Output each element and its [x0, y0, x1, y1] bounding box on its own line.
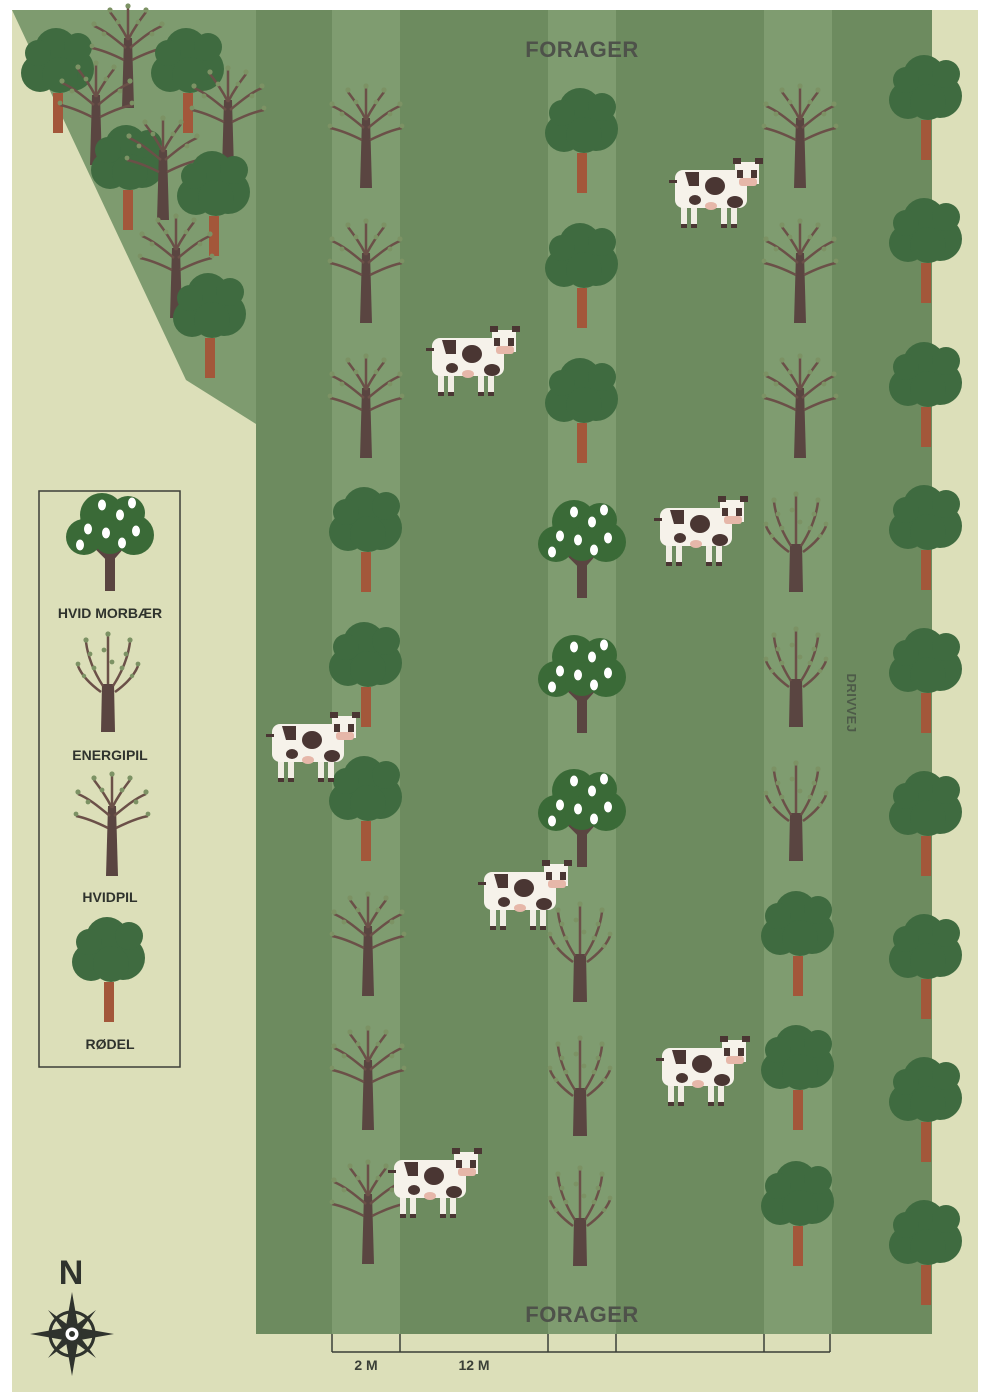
- legend-label-energy-willow: ENERGIPIL: [72, 747, 148, 763]
- drivvej-label: DRIVVEJ: [844, 673, 859, 732]
- legend-label-white-willow: HVIDPIL: [82, 889, 138, 905]
- dimension-2m: 2 M: [354, 1357, 377, 1373]
- forager-label-top: FORAGER: [525, 37, 639, 62]
- forager-label-bottom: FORAGER: [525, 1302, 639, 1327]
- dimension-12m: 12 M: [458, 1357, 489, 1373]
- north-label: N: [59, 1254, 84, 1292]
- legend-label-alder: RØDEL: [86, 1036, 135, 1052]
- legend-label-mulberry: HVID MORBÆR: [58, 605, 162, 621]
